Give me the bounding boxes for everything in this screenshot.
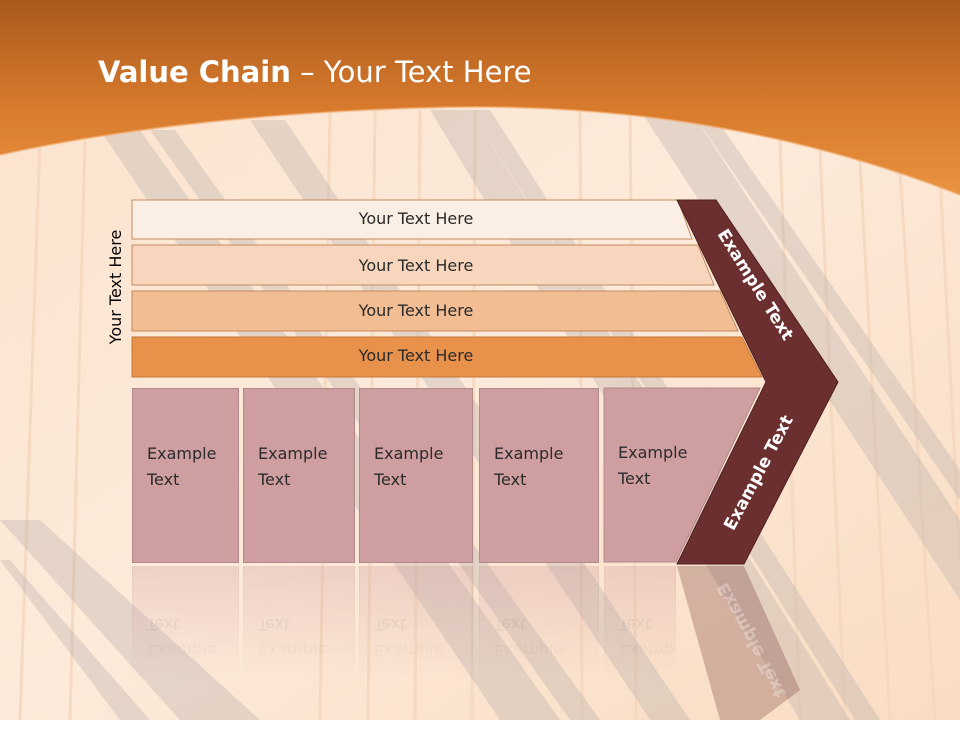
slide-title: Value Chain – Your Text Here <box>98 55 532 89</box>
side-label: Your Text Here <box>106 229 125 345</box>
bar-1-shape <box>131 199 693 240</box>
bar-4-shape <box>131 336 763 378</box>
slide-title-bold: Value Chain <box>98 55 291 89</box>
box-5-shape <box>603 387 761 563</box>
chevron-shape <box>676 199 839 565</box>
bar-4-label: Your Text Here <box>358 346 474 365</box>
bar-1-label: Your Text Here <box>358 209 474 228</box>
bar-3-label: Your Text Here <box>358 301 474 320</box>
slide-title-rest: – Your Text Here <box>300 55 532 89</box>
bar-2-shape <box>131 244 715 286</box>
bar-2-label: Your Text Here <box>358 256 474 275</box>
bar-3-shape <box>131 290 739 332</box>
